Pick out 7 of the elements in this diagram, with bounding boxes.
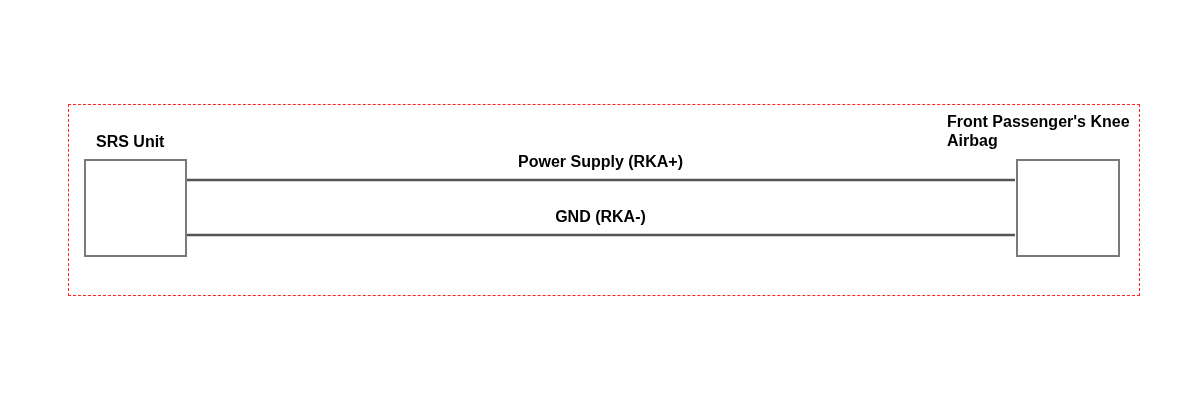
wire-line	[186, 178, 1015, 182]
component-label: SRS Unit	[96, 132, 166, 151]
boundary-frame	[68, 104, 1140, 296]
edge-label: Power Supply (RKA+)	[516, 152, 685, 171]
component-label: Front Passenger's Knee Airbag	[947, 112, 1131, 150]
wire-line	[186, 233, 1015, 237]
edge-label: GND (RKA-)	[553, 207, 648, 226]
